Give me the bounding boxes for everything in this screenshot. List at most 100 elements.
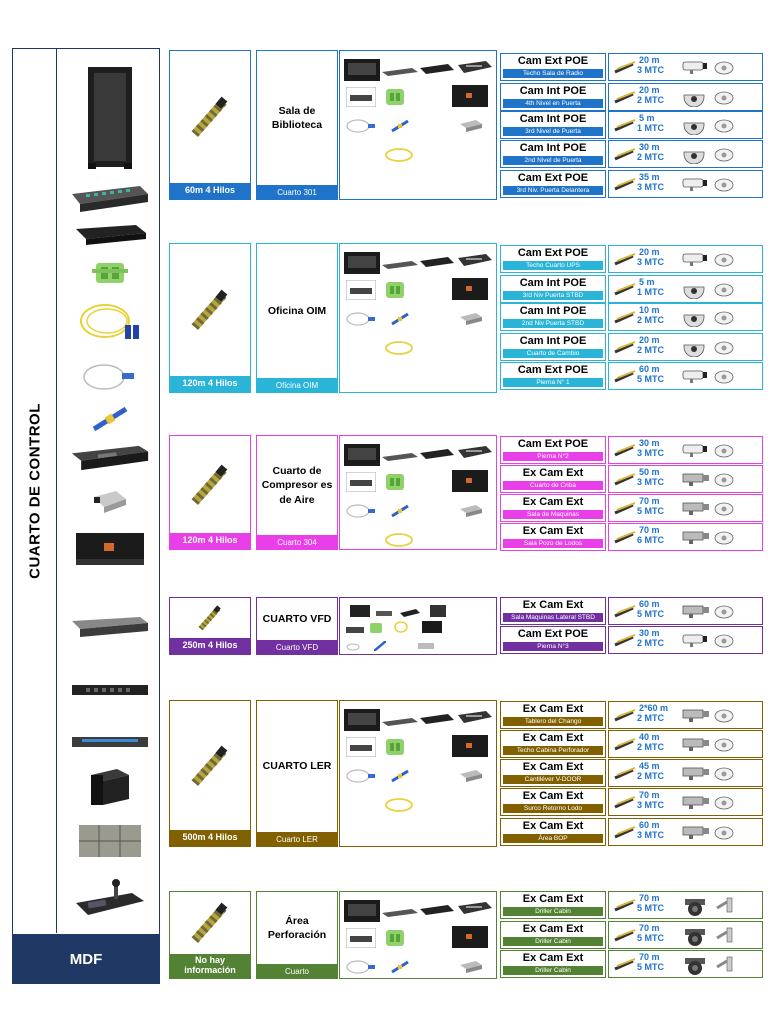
mtc-count: 2 MTC [637,315,664,325]
cable-reel-icon [613,472,637,491]
fiber-tray-icon [420,256,454,274]
camera-location: 3rd Nivel de Puerta [503,127,603,136]
bullet-camera-icon [682,370,707,383]
camera-label: Cam Ext POE Techo Cuarto UPS [500,245,606,273]
cable-length: 70 m [639,790,660,800]
sfp-module-icon [418,638,434,654]
mtc-count: 5 MTC [637,903,664,913]
control-room-label-column: CUARTO DE CONTROL [13,49,57,933]
server-rack-icon [70,62,150,172]
cable-length: 70 m [639,496,660,506]
cable-length: 20 m [639,55,660,65]
wall-bracket-icon [716,956,733,972]
mtc-count: 6 MTC [637,535,664,545]
ler-room-box: CUARTO LER Cuarto LER [256,700,338,847]
camera-type: Ex Cam Ext [522,732,584,744]
fiber-adapter-icon [384,280,406,305]
fiber-patch-cord-icon [384,340,414,361]
fiber-tray-icon [420,63,454,81]
camera-label: Ex Cam Ext Sala de Maquinas [500,494,606,522]
rack-unit-icon [458,254,492,273]
camera-type: Ex Cam Ext [522,496,584,508]
camera-label: Ex Cam Ext Techo Cabina Perforador [500,730,606,758]
cable-reel-icon [613,147,637,166]
fiber-adapter-icon [384,87,406,112]
media-converter-icon [452,278,488,305]
cable-reel-icon [613,957,637,976]
camera-label: Cam Ext POE Pierna N°3 [500,626,606,654]
ler-equipment-box [339,700,497,847]
bullet-camera-icon [682,178,707,191]
mtc-count: 2 MTC [637,742,664,752]
odf-unit-icon [70,440,150,476]
camera-spec: 70 m 5 MTC [608,891,763,919]
fiber-patch-cord-icon [70,296,150,346]
fiber-adapter-icon [384,472,406,497]
camera-type: Cam Int POE [519,277,587,289]
cable-length: 70 m [639,952,660,962]
camera-label: Ex Cam Ext Driller Cabin [500,921,606,949]
camera-label: Ex Cam Ext Cantiléver V-DOOR [500,759,606,787]
room-name: Oficina OIM [267,304,327,317]
rack-unit-icon [458,446,492,465]
camera-type: Ex Cam Ext [522,893,584,905]
cable-reel-icon [613,898,637,917]
rack-unit-icon [430,604,446,622]
vfd-fiber-cable-box: 250m 4 Hilos [169,597,251,655]
mtc-count: 2 MTC [637,771,664,781]
camera-label: Cam Ext POE Pierna N° 1 [500,362,606,390]
cable-reel-icon [613,604,637,623]
mtc-count: 1 MTC [637,123,664,133]
dome-camera-icon [683,286,705,300]
ptz-dome-camera-icon [685,929,705,946]
camera-spec: 20 m 3 MTC [608,245,763,273]
cable-reel-icon [613,340,637,359]
fiber-connector-icon [390,119,410,138]
camera-location: Cuarto de Cambio [503,349,603,358]
cable-reel-icon [613,282,637,301]
biblioteca-equipment-box [339,50,497,200]
mtc-count: 3 MTC [637,182,664,192]
junction-box-icon [714,61,734,75]
cable-length: 60 m [639,599,660,609]
patch-panel-icon [376,606,392,624]
camera-label: Cam Int POE 2nd Niv Puerta STBD [500,303,606,331]
camera-type: Cam Int POE [519,335,587,347]
ptz-dome-camera-icon [685,899,705,916]
sfp-module-icon [460,312,482,330]
explosion-proof-camera-icon [682,767,709,780]
pigtail-cable-icon [346,769,376,788]
camera-spec: 60 m 3 MTC [608,818,763,846]
mtc-count: 5 MTC [637,506,664,516]
camera-location: Driller Cabin [503,937,603,946]
cable-spec-label: 500m 4 Hilos [170,830,250,846]
fiber-optic-cable-icon [170,701,250,830]
junction-box-icon [714,341,734,355]
fiber-patch-cord-icon [384,147,414,168]
media-converter-icon [452,926,488,953]
fiber-patch-cord-icon [394,620,408,638]
dome-camera-icon [683,314,705,328]
cable-spec-label: 250m 4 Hilos [170,638,250,654]
junction-box-icon [714,767,734,781]
mtc-count: 2 MTC [637,713,664,723]
odf-unit-icon [344,900,380,927]
camera-label: Ex Cam Ext Sala Maquinas Lateral STBD [500,597,606,625]
switch-icon [345,736,377,762]
mtc-count: 5 MTC [637,374,664,384]
switch-icon [346,622,364,640]
camera-spec: 70 m 6 MTC [608,523,763,551]
biblioteca-fiber-cable-box: 60m 4 Hilos [169,50,251,200]
camera-type: Ex Cam Ext [522,703,584,715]
fiber-adapter-icon [370,620,382,638]
oim-fiber-cable-box: 120m 4 Hilos [169,243,251,393]
camera-type: Cam Ext POE [517,438,589,450]
junction-box-icon [714,531,734,545]
room-name: Sala de Biblioteca [271,104,323,131]
camera-spec: 20 m 2 MTC [608,333,763,361]
pigtail-cable-icon [346,638,360,654]
fiber-optic-cable-icon [170,244,250,376]
vfd-room-box: CUARTO VFD Cuarto VFD [256,597,338,655]
room-sub-label: Oficina OIM [257,378,337,392]
cable-length: 35 m [639,172,660,182]
